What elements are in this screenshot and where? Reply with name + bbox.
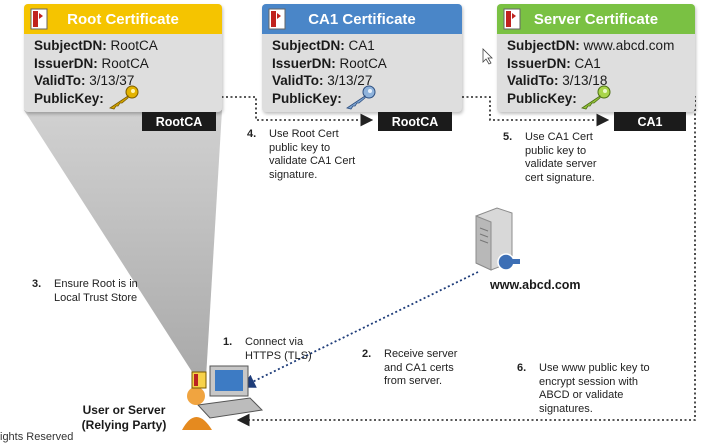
root-validto-row: ValidTo: 3/13/37 bbox=[34, 73, 135, 88]
step-1: 1.Connect via HTTPS (TLS) bbox=[223, 336, 312, 362]
server-hostname-label: www.abcd.com bbox=[490, 278, 581, 292]
certificate-icon bbox=[503, 8, 521, 30]
server-certificate-fields: SubjectDN: www.abcd.com IssuerDN: CA1 Va… bbox=[497, 34, 695, 107]
server-certificate-header: Server Certificate bbox=[497, 4, 695, 34]
ca1-validto-row: ValidTo: 3/13/27 bbox=[272, 73, 373, 88]
certificate-icon bbox=[30, 8, 48, 30]
user-workstation-icon bbox=[182, 365, 264, 430]
step-3: 3.Ensure Root is in Local Trust Store bbox=[32, 278, 138, 304]
arrow-server-connection bbox=[240, 271, 479, 388]
ca1-subject-row: SubjectDN: CA1 bbox=[272, 38, 375, 53]
trust-funnel bbox=[24, 110, 222, 378]
server-publickey-row: PublicKey: bbox=[507, 90, 577, 106]
gold-key-icon bbox=[109, 85, 139, 110]
ca1-cert-tag: RootCA bbox=[378, 112, 452, 131]
root-cert-tag: RootCA bbox=[142, 112, 216, 131]
step-5: 5.Use CA1 Cert public key to validate se… bbox=[503, 131, 597, 184]
ca1-certificate-fields: SubjectDN: CA1 IssuerDN: RootCA ValidTo:… bbox=[262, 34, 462, 107]
ca1-certificate-header: CA1 Certificate bbox=[262, 4, 462, 34]
server-certificate: Server Certificate SubjectDN: www.abcd.c… bbox=[497, 4, 695, 112]
ca1-certificate-title: CA1 Certificate bbox=[308, 10, 416, 28]
root-issuer-row: IssuerDN: RootCA bbox=[34, 55, 149, 71]
ca1-issuer-row: IssuerDN: RootCA bbox=[272, 55, 387, 71]
root-certificate-fields: SubjectDN: RootCA IssuerDN: RootCA Valid… bbox=[24, 34, 222, 107]
relying-party-label: User or Server (Relying Party) bbox=[64, 403, 184, 433]
server-issuer-row: IssuerDN: CA1 bbox=[507, 55, 601, 71]
root-publickey-row: PublicKey: bbox=[34, 90, 104, 106]
relying-party-line1: User or Server bbox=[82, 403, 166, 417]
mouse-cursor-icon bbox=[482, 48, 493, 65]
ca1-publickey-row: PublicKey: bbox=[272, 90, 342, 106]
relying-party-line2: (Relying Party) bbox=[81, 418, 167, 432]
root-subject-row: SubjectDN: RootCA bbox=[34, 38, 158, 53]
blue-key-icon bbox=[346, 85, 376, 110]
root-certificate-header: Root Certificate bbox=[24, 4, 222, 34]
root-certificate-title: Root Certificate bbox=[67, 10, 179, 28]
server-icon bbox=[475, 207, 520, 271]
server-subject-row: SubjectDN: www.abcd.com bbox=[507, 38, 675, 53]
server-validto-row: ValidTo: 3/13/18 bbox=[507, 73, 608, 88]
green-key-icon bbox=[581, 85, 611, 110]
step-4: 4.Use Root Cert public key to validate C… bbox=[247, 128, 356, 181]
certificate-icon bbox=[268, 8, 286, 30]
step-6: 6.Use www public key to encrypt session … bbox=[517, 362, 650, 415]
server-cert-tag: CA1 bbox=[614, 112, 686, 131]
server-certificate-title: Server Certificate bbox=[533, 10, 659, 28]
ca1-certificate: CA1 Certificate SubjectDN: CA1 IssuerDN:… bbox=[262, 4, 462, 112]
arrow-server-to-client bbox=[236, 96, 696, 427]
root-certificate: Root Certificate SubjectDN: RootCA Issue… bbox=[24, 4, 222, 112]
footer-copyright: ights Reserved bbox=[0, 431, 74, 443]
step-2: 2.Receive server and CA1 certs from serv… bbox=[362, 348, 458, 387]
